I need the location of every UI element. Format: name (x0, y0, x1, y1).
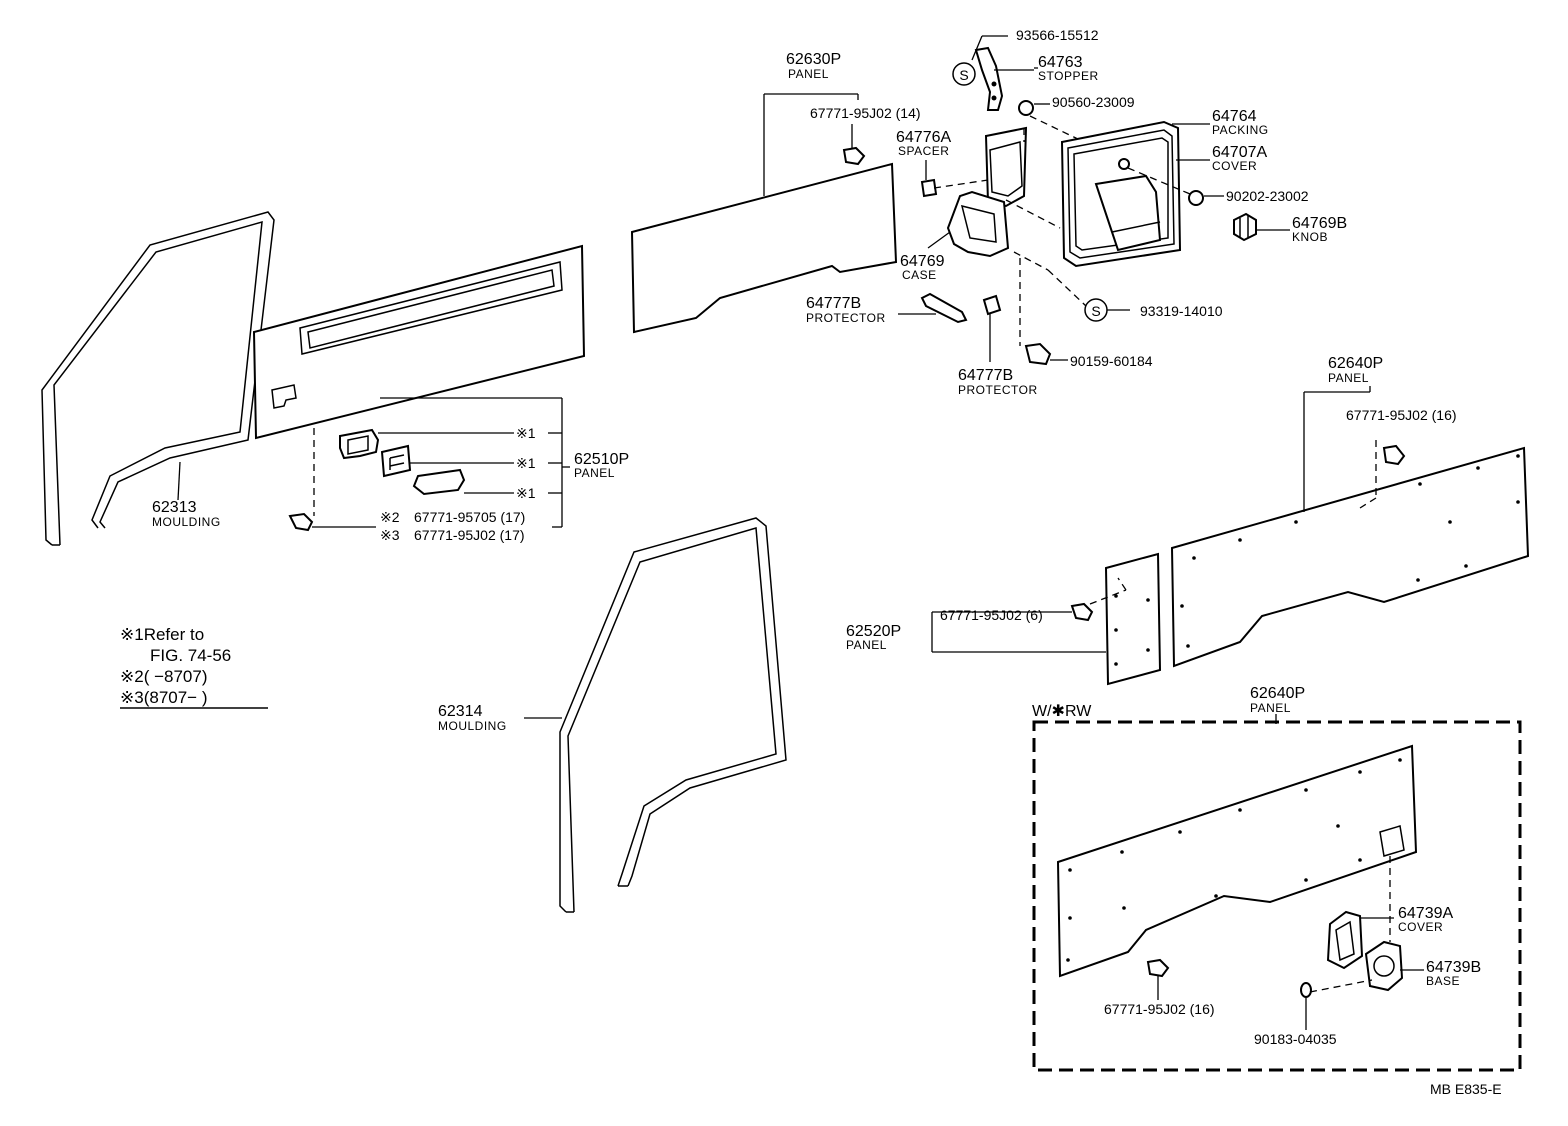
label-62520p: 62520P (846, 623, 901, 640)
label-62314-moulding: MOULDING (438, 719, 507, 733)
clip-a-part (339, 428, 380, 460)
label-67771-95j02-6: 67771-95J02 (6) (940, 607, 1043, 623)
label-62314: 62314 (438, 703, 483, 720)
label-62640p-2: 62640P (1250, 685, 1305, 702)
svg-text:S: S (1091, 303, 1100, 319)
label-packing: PACKING (1212, 123, 1269, 137)
handle-cup-part (412, 468, 466, 496)
label-67771-95j02-17: 67771-95J02 (17) (414, 527, 525, 543)
ref-1c: ※1 (516, 485, 536, 501)
ref-1b: ※1 (516, 455, 536, 471)
label-64739b-base: BASE (1426, 974, 1460, 988)
label-62640p-2-panel: PANEL (1250, 701, 1291, 715)
note-line-2: FIG. 74-56 (150, 646, 231, 665)
label-64707a: 64707A (1212, 144, 1267, 161)
svg-text:S: S (959, 67, 968, 83)
door-panel-62510-part (252, 244, 586, 440)
notes: ※1Refer to FIG. 74-56 ※2( −8707) ※3(8707… (120, 625, 268, 709)
cover-64739a-part (1326, 910, 1364, 970)
label-67771-95j02-16b: 67771-95J02 (16) (1104, 1001, 1215, 1017)
label-62520p-panel: PANEL (846, 638, 887, 652)
base-64739b-part (1364, 940, 1404, 992)
panel-62640-1-part (1170, 446, 1530, 668)
label-stopper: STOPPER (1038, 69, 1099, 83)
label-64776a: 64776A (896, 129, 951, 146)
nut-90183-part (1300, 982, 1312, 998)
clip-14-part (842, 146, 866, 166)
note-line-4: ※3(8707− ) (120, 688, 208, 707)
panel-62630-part (630, 162, 898, 334)
inset-holes (1066, 758, 1402, 962)
panel-62640-2-part (1056, 744, 1418, 978)
clip-16a-part (1382, 444, 1406, 466)
note-line-1: ※1Refer to (120, 625, 204, 644)
stopper-64763-part (974, 46, 1004, 111)
label-spacer: SPACER (898, 144, 949, 158)
label-64769b: 64769B (1292, 215, 1347, 232)
moulding-62314-part (559, 517, 787, 913)
label-64777b-1: 64777B (806, 295, 861, 312)
label-93319-14010: 93319-14010 (1140, 303, 1223, 319)
label-62630p: 62630P (786, 51, 841, 68)
leader-62313 (177, 461, 181, 501)
label-62313: 62313 (152, 499, 197, 516)
leader-64769 (927, 231, 951, 249)
spacer-64776-part (920, 178, 938, 198)
label-67771-95705-17: 67771-95705 (17) (414, 509, 525, 525)
inset-box-wrw (1032, 720, 1522, 1072)
cover-64707-part (1060, 120, 1182, 268)
panel-holes (1114, 454, 1520, 666)
label-62640p-1-panel: PANEL (1328, 371, 1369, 385)
moulding-62313-part (41, 211, 275, 546)
knob-64769b-part (1233, 212, 1257, 242)
label-90560-23009: 90560-23009 (1052, 94, 1135, 110)
footer-code: MB E835-E (1430, 1081, 1502, 1097)
label-protector-2: PROTECTOR (958, 383, 1038, 397)
s-symbol-2: S (1084, 298, 1108, 322)
label-64739a-cover: COVER (1398, 920, 1443, 934)
label-protector-1: PROTECTOR (806, 311, 886, 325)
label-90183-04035: 90183-04035 (1254, 1031, 1337, 1047)
s-symbol-1: S (952, 62, 976, 86)
nut-90202-part (1188, 190, 1204, 206)
label-knob: KNOB (1292, 230, 1328, 244)
label-67771-95j02-16a: 67771-95J02 (16) (1346, 407, 1457, 423)
clip-16b-part (1146, 958, 1170, 978)
ref-3: ※3 (380, 527, 400, 543)
label-case: CASE (902, 268, 937, 282)
protector-64777b-1-part (920, 292, 968, 324)
nut-90560-part (1018, 100, 1034, 116)
clip-screw-part (288, 512, 314, 532)
label-64769: 64769 (900, 253, 945, 270)
label-cover: COVER (1212, 159, 1257, 173)
screw-90159-part (1024, 342, 1052, 366)
case-64769-part (946, 126, 1028, 258)
label-64777b-2: 64777B (958, 367, 1013, 384)
protector-64777b-2-part (982, 294, 1002, 316)
label-64739b: 64739B (1426, 959, 1481, 976)
ref-1a: ※1 (516, 425, 536, 441)
note-line-3: ※2( −8707) (120, 667, 208, 686)
label-62640p-1: 62640P (1328, 355, 1383, 372)
label-62510p-panel: PANEL (574, 466, 615, 480)
label-w-rw: W/✱RW (1032, 703, 1092, 720)
label-64739a: 64739A (1398, 905, 1453, 922)
clip-b-part (380, 444, 412, 478)
ref-2: ※2 (380, 509, 400, 525)
label-62510p: 62510P (574, 451, 629, 468)
panel-62520-part (1104, 552, 1162, 686)
label-62630p-panel: PANEL (788, 67, 829, 81)
label-67771-95j02-14: 67771-95J02 (14) (810, 105, 921, 121)
clip-6-part (1070, 602, 1094, 622)
label-64764: 64764 (1212, 108, 1257, 125)
label-90159-60184: 90159-60184 (1070, 353, 1153, 369)
label-64763: 64763 (1038, 54, 1083, 71)
label-93566-15512: 93566-15512 (1016, 27, 1099, 43)
label-62313-moulding: MOULDING (152, 515, 221, 529)
label-90202-23002: 90202-23002 (1226, 188, 1309, 204)
